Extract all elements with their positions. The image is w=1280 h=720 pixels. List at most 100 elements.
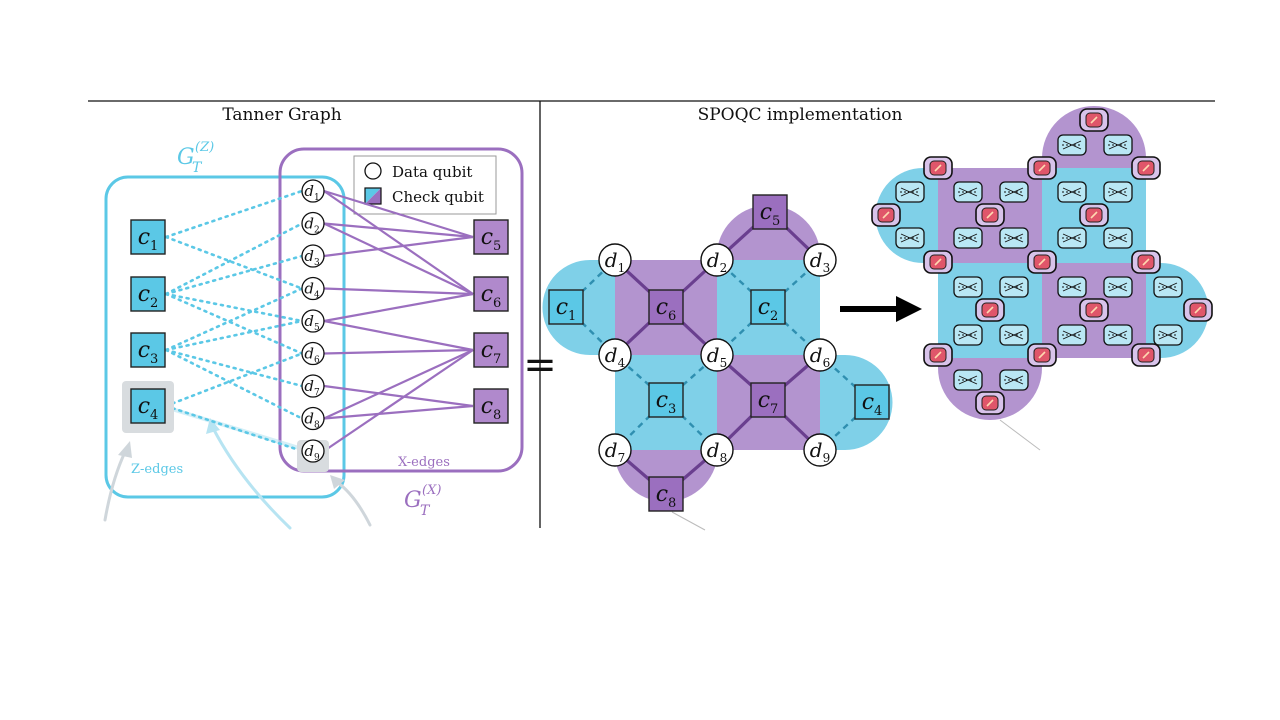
qubit-chip bbox=[923, 156, 953, 180]
coupler-chip bbox=[999, 181, 1029, 203]
z-edge-c1-d1 bbox=[164, 189, 304, 239]
pointer-arrows bbox=[103, 408, 372, 530]
coupler-chip bbox=[1057, 324, 1087, 346]
x-edge-c5-d1 bbox=[323, 189, 474, 239]
qubit-chip bbox=[975, 298, 1005, 322]
data-node-d7 bbox=[301, 374, 325, 398]
legend: Data qubit Check qubit bbox=[353, 155, 497, 215]
surface-data-d7 bbox=[598, 433, 632, 467]
svg-text:(X): (X) bbox=[422, 483, 441, 498]
gx-group-box bbox=[278, 147, 524, 473]
data-node-d4 bbox=[301, 276, 325, 301]
coupler-chip bbox=[1153, 276, 1183, 298]
qubit-chip bbox=[975, 203, 1005, 227]
data-node-d8 bbox=[301, 406, 325, 431]
x-edge-c8-d8 bbox=[323, 404, 474, 420]
data-node-d3 bbox=[301, 244, 325, 268]
z-edge-c3-d7 bbox=[164, 348, 304, 388]
qubit-chip bbox=[1079, 108, 1109, 132]
legend-data-qubit-icon bbox=[364, 162, 382, 180]
surface-data-d1 bbox=[598, 243, 632, 277]
gx-label: G T (X) bbox=[404, 483, 441, 519]
svg-text:T: T bbox=[192, 160, 203, 176]
gz-label: G T (Z) bbox=[177, 140, 214, 176]
x-edge-c5-d3 bbox=[323, 235, 474, 258]
x-edge-c6-d5 bbox=[323, 292, 474, 323]
data-node-d1 bbox=[301, 179, 325, 203]
x-edge-c8-d7 bbox=[323, 384, 474, 408]
x-edge-c6-d1 bbox=[323, 190, 474, 295]
data-node-d5 bbox=[301, 309, 325, 333]
qubit-chip bbox=[1079, 203, 1109, 227]
z-edge-c2-d3 bbox=[164, 254, 304, 296]
coupler-chip bbox=[999, 369, 1029, 391]
coupler-chip bbox=[953, 227, 983, 249]
coupler-chip bbox=[999, 324, 1029, 346]
check-node-c7 bbox=[473, 332, 509, 368]
surface-data-d5 bbox=[700, 338, 734, 372]
check-node-c2 bbox=[130, 276, 166, 312]
equals-sign: = bbox=[523, 342, 557, 388]
surface-data-d6 bbox=[803, 338, 837, 372]
check-node-c4 bbox=[130, 388, 166, 424]
check-node-c6 bbox=[473, 276, 509, 312]
svg-text:(Z): (Z) bbox=[195, 140, 214, 155]
coupler-chip bbox=[953, 276, 983, 298]
x-edge-c7-d9 bbox=[323, 349, 474, 452]
lobe-c5 bbox=[717, 205, 820, 260]
surface-data-d4 bbox=[598, 338, 632, 372]
z-edge-c4-d6 bbox=[164, 352, 304, 408]
coupler-chip bbox=[953, 181, 983, 203]
coupler-chip bbox=[1057, 227, 1087, 249]
spoqc-chip-layout bbox=[871, 106, 1213, 451]
qubit-chip bbox=[1027, 250, 1057, 274]
qubit-chip bbox=[1131, 250, 1161, 274]
implementation-arrow bbox=[840, 296, 922, 322]
coupler-chip bbox=[1057, 276, 1087, 298]
tanner-graph-panel: G T (Z) G T (X) Z-edges X-edges Data qub… bbox=[103, 140, 524, 530]
x-edge-c6-d2 bbox=[323, 222, 474, 295]
surface-check-c3 bbox=[648, 382, 684, 418]
z-edge-c4-d9 bbox=[164, 404, 304, 453]
z-edge-c3-d5 bbox=[164, 319, 304, 352]
x-edge-c7-d6 bbox=[323, 348, 474, 355]
check-node-c5 bbox=[473, 219, 509, 255]
qubit-chip bbox=[1027, 156, 1057, 180]
coupler-chip bbox=[1103, 227, 1133, 249]
coupler-chip bbox=[1057, 181, 1087, 203]
svg-text:T: T bbox=[420, 503, 431, 519]
spoqc-implementation-title: SPOQC implementation bbox=[698, 105, 903, 125]
tanner-graph-title: Tanner Graph bbox=[222, 105, 341, 125]
coupler-chip bbox=[953, 324, 983, 346]
coupler-chip bbox=[1153, 324, 1183, 346]
qubit-chip bbox=[975, 391, 1005, 415]
surface-data-d9 bbox=[803, 433, 837, 467]
x-edge-c7-d5 bbox=[323, 319, 474, 352]
z-edge-c1-d4 bbox=[164, 235, 304, 290]
qubit-chip bbox=[1183, 298, 1213, 322]
data-node-d2 bbox=[301, 211, 325, 236]
surface-data-d8 bbox=[700, 433, 734, 467]
legend-data-label: Data qubit bbox=[392, 163, 472, 181]
check-node-c3 bbox=[130, 332, 166, 368]
surface-data-d3 bbox=[803, 243, 837, 277]
z-edges-label: Z-edges bbox=[131, 462, 183, 477]
surface-check-c5 bbox=[752, 194, 788, 230]
surface-check-c7 bbox=[750, 382, 786, 418]
coupler-chip bbox=[1103, 134, 1133, 156]
qubit-chip bbox=[1131, 343, 1161, 367]
coupler-chip bbox=[895, 227, 925, 249]
x-edge-c5-d2 bbox=[323, 222, 474, 239]
coupler-chip bbox=[999, 276, 1029, 298]
x-edge-c7-d8 bbox=[323, 349, 474, 420]
z-edge-c2-d2 bbox=[164, 222, 304, 296]
coupler-chip bbox=[999, 227, 1029, 249]
gz-group-box bbox=[104, 175, 346, 499]
coupler-chip bbox=[1057, 134, 1087, 156]
qubit-chip bbox=[1027, 343, 1057, 367]
chip-pointer-line bbox=[999, 419, 1041, 451]
qubit-chip bbox=[1079, 298, 1109, 322]
qubit-chip bbox=[1131, 156, 1161, 180]
